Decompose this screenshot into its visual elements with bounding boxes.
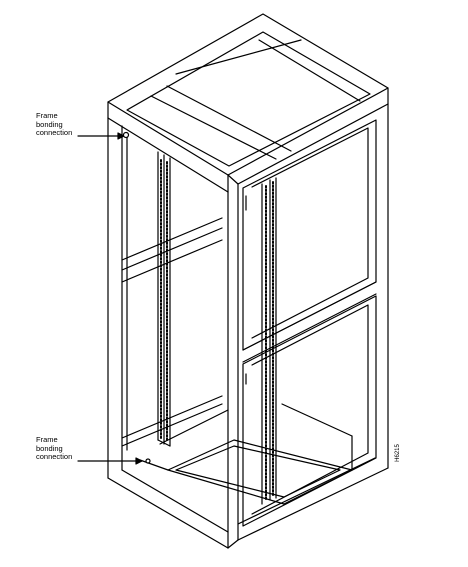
left-mounting-rail xyxy=(158,152,170,446)
bonding-point-bottom xyxy=(145,458,151,464)
callout-arrow-bottom xyxy=(78,458,142,464)
rack-front-right-post xyxy=(228,175,238,548)
rack-left-side xyxy=(108,118,228,548)
callout-frame-bonding-top: Frame bonding connection xyxy=(36,111,73,137)
rack-base xyxy=(140,404,352,504)
figure-id-label: H6215 xyxy=(395,444,401,462)
callout-arrow-top xyxy=(78,133,124,139)
rack-top-frame xyxy=(108,14,388,192)
bonding-point-top xyxy=(122,131,130,139)
callout-frame-bonding-bottom: Frame bonding connection xyxy=(36,435,73,461)
rack-right-side xyxy=(238,104,388,540)
